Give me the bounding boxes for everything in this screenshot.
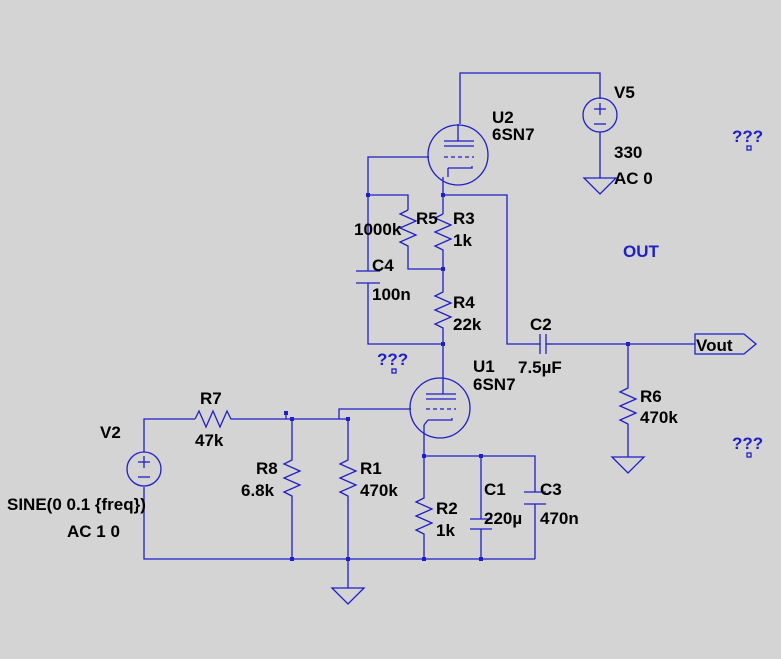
v5-value: 330 <box>614 143 642 162</box>
voltage-source-v2[interactable] <box>126 451 162 487</box>
u2-name: U2 <box>492 108 514 127</box>
capacitor-c4[interactable] <box>356 270 380 284</box>
unknown-label[interactable]: ??? <box>377 350 408 374</box>
capacitor-c1[interactable] <box>470 518 492 530</box>
c4-name: C4 <box>372 256 394 275</box>
r8-name: R8 <box>256 459 278 478</box>
r2-value: 1k <box>436 521 455 540</box>
junctions <box>284 193 630 561</box>
r5-value: 1000k <box>354 220 402 239</box>
resistor-r8[interactable] <box>282 456 302 502</box>
unknown-label[interactable]: ??? <box>732 434 763 458</box>
c2-value: 7.5µF <box>518 358 562 377</box>
svg-text:???: ??? <box>377 350 408 369</box>
v5-name: V5 <box>614 83 635 102</box>
ground-main <box>330 587 366 605</box>
wires <box>143 72 695 588</box>
c3-value: 470n <box>540 509 579 528</box>
out-net-label[interactable]: OUT <box>623 242 660 261</box>
voltage-source-v5[interactable] <box>582 97 618 133</box>
c4-value: 100n <box>372 285 411 304</box>
resistor-r7[interactable] <box>194 409 234 429</box>
r2-name: R2 <box>436 499 458 518</box>
u1-name: U1 <box>473 357 495 376</box>
r4-name: R4 <box>453 293 475 312</box>
c2-name: C2 <box>530 315 552 334</box>
vout-port[interactable]: Vout <box>694 333 758 355</box>
u2-value: 6SN7 <box>492 125 535 144</box>
unknown-label[interactable]: ??? <box>732 127 763 151</box>
r7-value: 47k <box>195 431 224 450</box>
r5-name: R5 <box>416 209 438 228</box>
svg-text:???: ??? <box>732 127 763 146</box>
r1-name: R1 <box>360 459 382 478</box>
vout-label: Vout <box>696 336 733 355</box>
resistor-r5[interactable] <box>398 209 418 250</box>
capacitor-c2[interactable] <box>534 334 552 354</box>
tube-u2[interactable] <box>427 124 489 186</box>
ground-r6 <box>610 456 646 474</box>
ground-v5 <box>582 177 618 195</box>
resistor-r6[interactable] <box>618 384 638 430</box>
r3-name: R3 <box>453 209 475 228</box>
r7-name: R7 <box>200 389 222 408</box>
r3-value: 1k <box>453 231 472 250</box>
r4-value: 22k <box>453 315 482 334</box>
v2-value: SINE(0 0.1 {freq}) <box>7 495 146 514</box>
capacitor-c3[interactable] <box>524 491 546 505</box>
svg-text:???: ??? <box>732 434 763 453</box>
c1-value: 220µ <box>484 509 522 528</box>
r8-value: 6.8k <box>241 481 275 500</box>
v2-ac: AC 1 0 <box>67 522 120 541</box>
u1-value: 6SN7 <box>473 375 516 394</box>
v2-name: V2 <box>100 423 121 442</box>
resistor-r3[interactable] <box>433 213 453 254</box>
resistor-r2[interactable] <box>414 494 434 540</box>
c1-name: C1 <box>484 480 506 499</box>
resistor-r4[interactable] <box>433 288 453 334</box>
resistor-r1[interactable] <box>338 456 358 502</box>
c3-name: C3 <box>540 480 562 499</box>
r1-value: 470k <box>360 481 398 500</box>
v5-ac: AC 0 <box>614 169 653 188</box>
tube-u1[interactable] <box>409 377 471 439</box>
r6-value: 470k <box>640 408 678 427</box>
r6-name: R6 <box>640 387 662 406</box>
